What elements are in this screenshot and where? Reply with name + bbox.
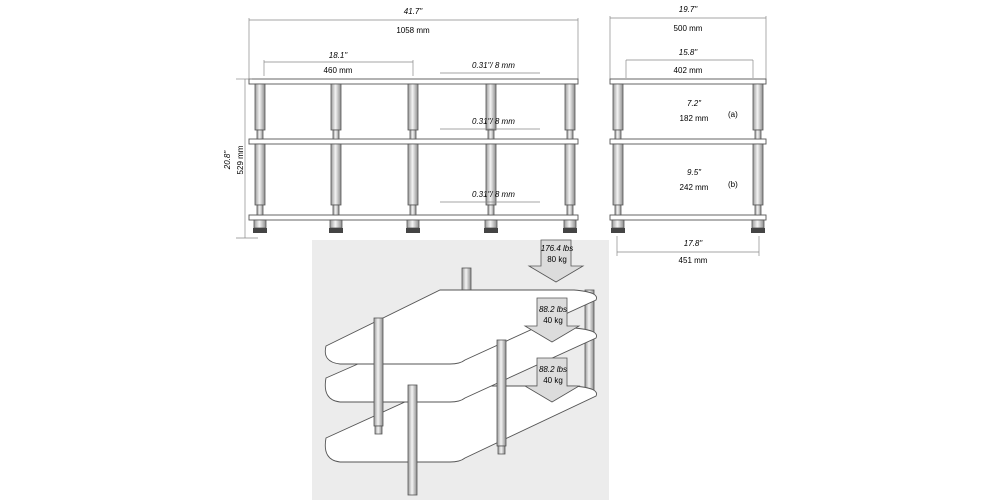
shelf-thickness-top: 0.31"/ 8 mm: [472, 61, 515, 70]
front-view: 41.7" 1058 mm 18.1" 460 mm: [223, 7, 579, 239]
gap-b-tag: (b): [728, 180, 738, 189]
lower-posts: [254, 143, 576, 216]
load-bottom-lbs: 88.2 lbs: [539, 365, 567, 374]
iso-middle-shelf: [324, 327, 597, 403]
gap-a-tag: (a): [728, 110, 738, 119]
foot-depth-inches: 17.8": [684, 239, 704, 248]
post-spacing-mm: 460 mm: [324, 66, 353, 75]
shelf-thickness-middle: 0.31"/ 8 mm: [472, 117, 515, 126]
post-depth-inches: 15.8": [679, 48, 699, 57]
feet: [253, 219, 577, 233]
post-spacing-inches: 18.1": [329, 51, 349, 60]
isometric-view: 176.4 lbs 80 kg 88.2 lbs 40 kg 88.2 lbs …: [312, 239, 609, 500]
overall-width-mm: 1058 mm: [396, 26, 430, 35]
load-top-kg: 80 kg: [547, 255, 567, 264]
overall-depth-mm: 500 mm: [674, 24, 703, 33]
gap-a-mm: 182 mm: [680, 114, 709, 123]
iso-top-shelf: [324, 289, 597, 365]
middle-shelf: [248, 138, 579, 145]
gap-a-inches: 7.2": [687, 99, 702, 108]
load-middle-lbs: 88.2 lbs: [539, 305, 567, 314]
shelf-thickness-bottom: 0.31"/ 8 mm: [472, 190, 515, 199]
upper-posts: [254, 83, 576, 140]
overall-height-inches: 20.8": [223, 150, 232, 171]
overall-height-mm: 529 mm: [236, 145, 245, 174]
side-view: 19.7" 500 mm 15.8" 402 mm 7.2" 182 mm (a…: [609, 5, 767, 265]
load-bottom-kg: 40 kg: [543, 376, 563, 385]
gap-b-mm: 242 mm: [680, 183, 709, 192]
load-arrow-middle: 88.2 lbs 40 kg: [523, 297, 581, 343]
load-top-lbs: 176.4 lbs: [541, 244, 573, 253]
iso-bottom-shelf: [324, 385, 597, 463]
gap-b-inches: 9.5": [687, 168, 702, 177]
bottom-shelf: [248, 214, 579, 221]
load-middle-kg: 40 kg: [543, 316, 563, 325]
load-arrow-top: 176.4 lbs 80 kg: [527, 239, 585, 283]
load-arrow-bottom: 88.2 lbs 40 kg: [523, 357, 581, 403]
overall-width-inches: 41.7": [404, 7, 424, 16]
post-depth-mm: 402 mm: [674, 66, 703, 75]
foot-depth-mm: 451 mm: [679, 256, 708, 265]
top-shelf: [248, 78, 579, 85]
overall-depth-inches: 19.7": [679, 5, 699, 14]
